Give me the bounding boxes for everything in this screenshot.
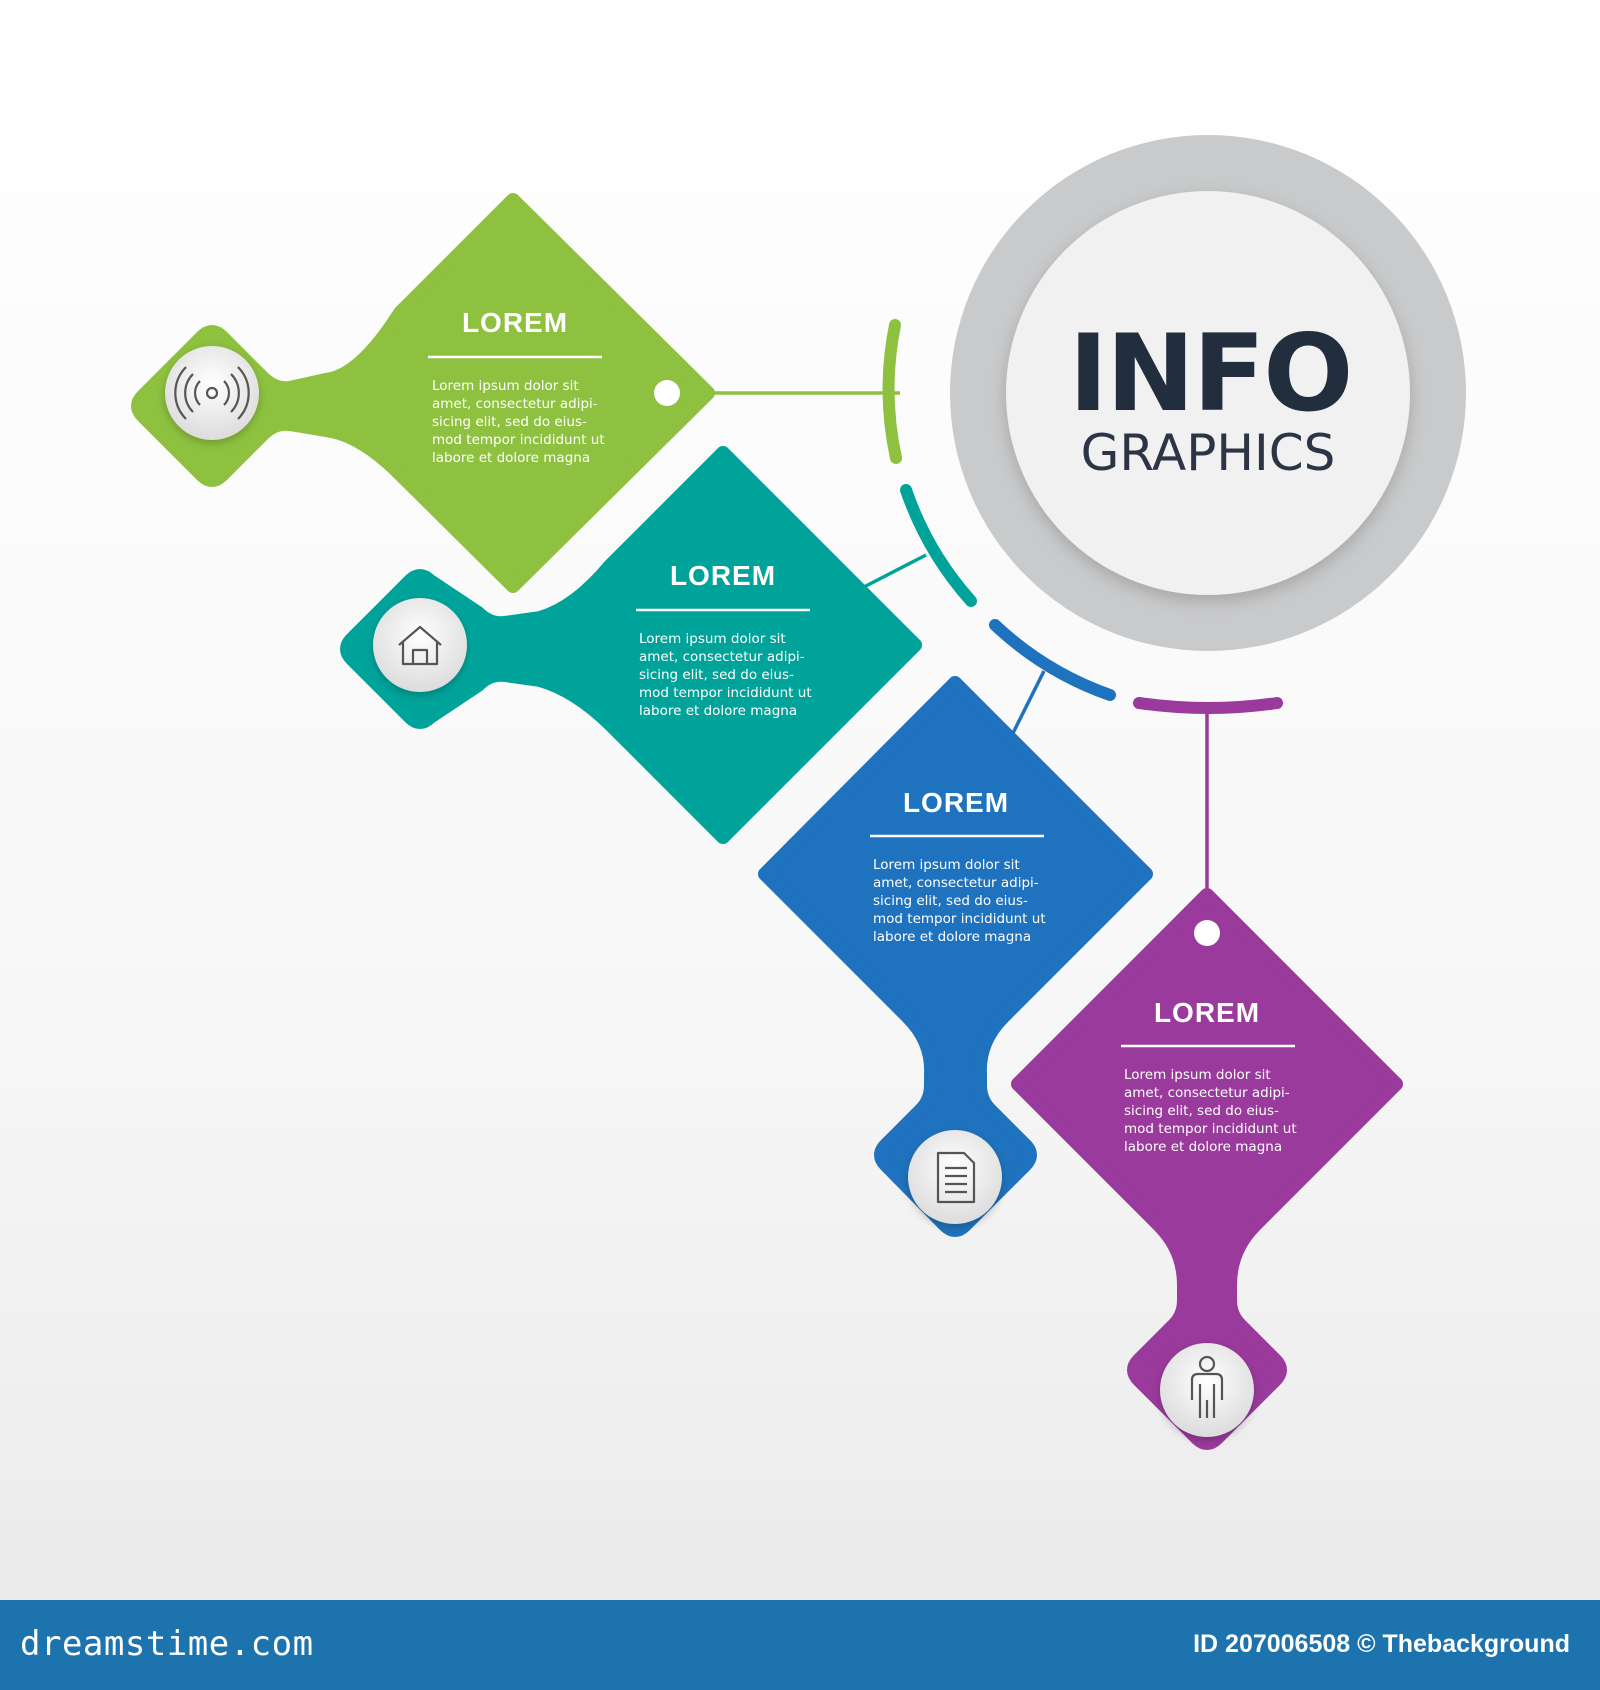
hub: INFO GRAPHICS bbox=[950, 135, 1466, 651]
step-4-body: Lorem ipsum dolor sit amet, consectetur … bbox=[1124, 1067, 1301, 1155]
step-4-body-line: Lorem ipsum dolor sit bbox=[1124, 1067, 1271, 1083]
step-2-title: LOREM bbox=[670, 560, 776, 591]
footer-image-id: ID 207006508 © Thebackground bbox=[1193, 1630, 1570, 1658]
step-3: LOREM Lorem ipsum dolor sit amet, consec… bbox=[758, 676, 1153, 1237]
hub-title: INFO bbox=[1069, 312, 1352, 435]
person-icon bbox=[1190, 1355, 1224, 1418]
step-2: LOREM Lorem ipsum dolor sit amet, consec… bbox=[340, 446, 922, 844]
step-4: LOREM Lorem ipsum dolor sit amet, consec… bbox=[1011, 888, 1403, 1450]
connector-2 bbox=[861, 553, 927, 590]
step-2-diamond bbox=[340, 446, 922, 844]
arc-segment-4 bbox=[1133, 697, 1283, 714]
step-2-body-line: sicing elit, sed do eius- bbox=[639, 667, 794, 683]
step-4-title: LOREM bbox=[1154, 997, 1260, 1028]
document-icon bbox=[936, 1151, 976, 1204]
step-3-body-line: amet, consectetur adipi- bbox=[873, 875, 1039, 891]
hub-inner-disc bbox=[1006, 191, 1410, 595]
step-3-body-line: Lorem ipsum dolor sit bbox=[873, 857, 1020, 873]
step-2-body: Lorem ipsum dolor sit amet, consectetur … bbox=[639, 631, 816, 719]
step-2-body-line: amet, consectetur adipi- bbox=[639, 649, 805, 665]
house-icon bbox=[398, 625, 442, 666]
step-4-icon-disc bbox=[1160, 1343, 1254, 1437]
hub-subtitle: GRAPHICS bbox=[1081, 424, 1336, 482]
step-3-body: Lorem ipsum dolor sit amet, consectetur … bbox=[873, 857, 1050, 945]
step-2-icon-disc bbox=[373, 598, 467, 692]
step-1-body: Lorem ipsum dolor sit amet, consectetur … bbox=[432, 378, 609, 466]
step-1-shape bbox=[131, 193, 715, 593]
step-1-body-line: mod tempor incididunt ut bbox=[432, 432, 605, 448]
step-1-icon-disc bbox=[165, 346, 259, 440]
step-3-diamond bbox=[758, 676, 1153, 1237]
step-2-body-line: mod tempor incididunt ut bbox=[639, 685, 812, 701]
footer-brand[interactable]: dreamstime.com bbox=[20, 1624, 314, 1664]
step-2-body-line: labore et dolore magna bbox=[639, 703, 797, 719]
step-1-body-line: Lorem ipsum dolor sit bbox=[432, 378, 579, 394]
step-4-diamond bbox=[1011, 888, 1403, 1450]
step-2-body-line: Lorem ipsum dolor sit bbox=[639, 631, 786, 647]
step-3-body-line: mod tempor incididunt ut bbox=[873, 911, 1046, 927]
infographic-diagram: INFO GRAPHICS LOREM bbox=[131, 135, 1466, 1450]
wifi-signal-icon bbox=[174, 366, 250, 420]
step-4-node bbox=[1194, 920, 1220, 946]
connectors bbox=[668, 391, 1209, 895]
step-4-body-line: mod tempor incididunt ut bbox=[1124, 1121, 1297, 1137]
step-4-body-line: sicing elit, sed do eius- bbox=[1124, 1103, 1279, 1119]
step-3-title: LOREM bbox=[903, 787, 1009, 818]
arc-segment-3 bbox=[989, 619, 1116, 701]
footer-bar: dreamstime.com ID 207006508 © Thebackgro… bbox=[0, 1600, 1600, 1690]
arc-segment-2 bbox=[900, 484, 977, 607]
step-1-title: LOREM bbox=[462, 307, 568, 338]
step-4-body-line: labore et dolore magna bbox=[1124, 1139, 1282, 1155]
step-4-body-line: amet, consectetur adipi- bbox=[1124, 1085, 1290, 1101]
connector-3 bbox=[1011, 670, 1046, 734]
step-1: LOREM Lorem ipsum dolor sit amet, consec… bbox=[131, 193, 715, 593]
step-3-body-line: labore et dolore magna bbox=[873, 929, 1031, 945]
step-3-body-line: sicing elit, sed do eius- bbox=[873, 893, 1028, 909]
step-1-node bbox=[654, 380, 680, 406]
step-1-body-line: amet, consectetur adipi- bbox=[432, 396, 598, 412]
step-1-body-line: labore et dolore magna bbox=[432, 450, 590, 466]
step-1-diamond bbox=[131, 193, 715, 593]
step-1-body-line: sicing elit, sed do eius- bbox=[432, 414, 587, 430]
